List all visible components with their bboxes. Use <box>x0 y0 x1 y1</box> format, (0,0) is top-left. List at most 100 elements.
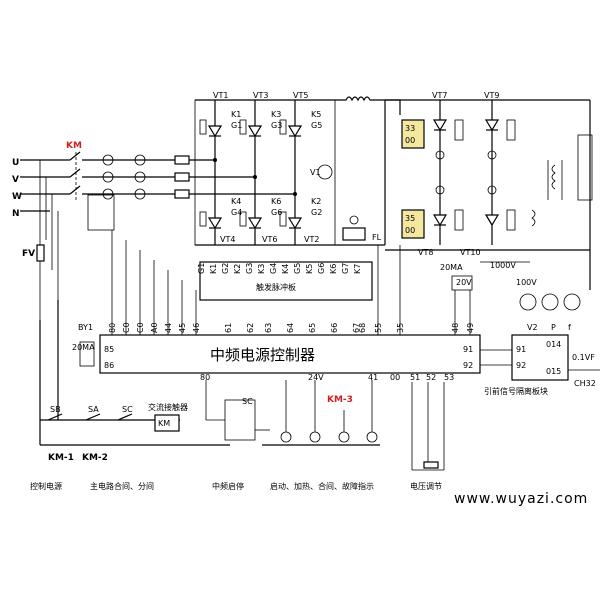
controller-top-pin: C0 <box>136 322 145 333</box>
gate-g3: G3 <box>271 121 282 130</box>
v100-label: 100V <box>516 278 537 287</box>
by1-label: BY1 <box>78 323 93 332</box>
controller-top-pin: 55 <box>374 323 383 333</box>
pin-b-52: 52 <box>426 373 436 382</box>
controller-title: 中频电源控制器 <box>210 346 315 364</box>
controller-top-pin: A0 <box>150 322 159 333</box>
svg-text:00: 00 <box>405 136 415 145</box>
gate-g1: G1 <box>231 121 242 130</box>
pulse-pin-label: K7 <box>353 264 362 274</box>
pulse-pin-label: K1 <box>209 264 218 274</box>
phase-n-label: N <box>12 209 20 219</box>
vt2-label: VT2 <box>304 235 319 244</box>
gate-g2: G2 <box>311 208 322 217</box>
pulse-pin-label: K5 <box>305 264 314 274</box>
gate-k4: K4 <box>231 197 241 206</box>
main-circuit-label: 主电路合间、分间 <box>90 481 154 491</box>
svg-text:00: 00 <box>405 226 415 235</box>
meter-f: f <box>568 323 571 332</box>
meter-v2: V2 <box>527 323 538 332</box>
v1000-label: 1000V <box>490 261 516 270</box>
controller-top-pin: 80 <box>108 323 117 333</box>
vt4-label: VT4 <box>220 235 235 244</box>
iso-92: 92 <box>516 361 526 370</box>
km1-label: KM-1 <box>48 453 74 463</box>
vt10-label: VT10 <box>460 248 481 257</box>
km2-label: KM-2 <box>82 453 108 463</box>
gate-g4: G4 <box>231 208 242 217</box>
v20-label: 20V <box>456 278 472 287</box>
phase-v-label: V <box>12 175 19 185</box>
pulse-board-label: 触发脉冲板 <box>256 282 296 292</box>
sc-label: SC <box>122 405 133 414</box>
vt6-label: VT6 <box>262 235 277 244</box>
controller-top-pin: 48 <box>451 323 460 333</box>
inverter-bridge: 33 00 35 00 VT7 VT9 VT8 VT10 1000V <box>384 91 593 290</box>
pulse-pin-label: K3 <box>257 264 266 274</box>
controller-top-pin: 63 <box>264 323 273 333</box>
relay-sc-label: SC <box>242 397 253 406</box>
pin-b-80: 80 <box>200 373 210 382</box>
pulse-pin-label: K6 <box>329 264 338 274</box>
gate-g5: G5 <box>311 121 322 130</box>
vt1-label: VT1 <box>213 91 228 100</box>
pin-b-41: 41 <box>368 373 378 382</box>
controller-top-pin: 62 <box>246 323 255 333</box>
controller-top-pin: 46 <box>192 323 201 333</box>
controller-top-pin: 44 <box>164 323 173 333</box>
pulse-pin-label: K4 <box>281 264 290 274</box>
phase-u-label: U <box>12 158 19 168</box>
phase-w-label: W <box>12 192 22 202</box>
pin-85: 85 <box>104 345 114 354</box>
controller-top-pin: C0 <box>122 322 131 333</box>
control-circuit: SB SA SC KM 交流接触器 KM-1 KM-2 SC KM-3 <box>30 300 445 491</box>
meter-p: P <box>551 323 556 332</box>
vt3-label: VT3 <box>253 91 268 100</box>
controller-top-pin: 35 <box>396 323 405 333</box>
three-phase-input: U V W N KM FV <box>12 141 295 320</box>
ma20-label: 20MA <box>440 263 463 272</box>
vt5-label: VT5 <box>293 91 308 100</box>
vt7-label: VT7 <box>432 91 447 100</box>
by1-ma-label: 20MA <box>72 343 95 352</box>
gate-k5: K5 <box>311 110 321 119</box>
pin-b-51: 51 <box>410 373 420 382</box>
ctrl-power-label: 控制电源 <box>30 481 62 491</box>
pin-b-24v: 24V <box>308 373 324 382</box>
signal-wires <box>111 230 471 335</box>
vt8-label: VT8 <box>418 248 433 257</box>
pulse-pin-label: G6 <box>317 263 326 274</box>
v1-label: V1 <box>310 168 321 177</box>
pin-91: 91 <box>463 345 473 354</box>
dc-contactor-label: 交流接触器 <box>148 402 188 412</box>
rectifier-bridge: VT1 VT3 VT5 VT4 VT6 VT2 K1 G1 K3 G3 K5 G… <box>194 91 340 246</box>
controller-top-pin: 66 <box>330 323 339 333</box>
controller-top-pin: 64 <box>286 323 295 333</box>
controller-top-pin: 68 <box>358 323 367 333</box>
controller-top-pin: 65 <box>308 323 317 333</box>
gate-g6: G6 <box>271 208 282 217</box>
controller-top-pin: 45 <box>178 323 187 333</box>
km-coil-label: KM <box>158 419 170 428</box>
sa-label: SA <box>88 405 99 414</box>
pin-92: 92 <box>463 361 473 370</box>
gate-k2: K2 <box>311 197 321 206</box>
pulse-pin-label: G3 <box>245 263 254 274</box>
sb-label: SB <box>50 405 61 414</box>
ch-label: CH32 <box>574 379 596 388</box>
pulse-pin-label: G5 <box>293 263 302 274</box>
gate-k1: K1 <box>231 110 241 119</box>
km-label: KM <box>66 141 82 151</box>
watermark: www.wuyazi.com <box>454 491 588 507</box>
controller-top-pin: 61 <box>224 323 233 333</box>
pulse-pin-label: G1 <box>197 263 206 274</box>
controller-top-pin: 67 <box>352 323 361 333</box>
isolation-board-label: 引前信号隔离板块 <box>484 386 548 396</box>
voltage-adjust-label: 电压调节 <box>410 481 442 491</box>
fl-label: FL <box>372 233 382 242</box>
gate-k3: K3 <box>271 110 281 119</box>
